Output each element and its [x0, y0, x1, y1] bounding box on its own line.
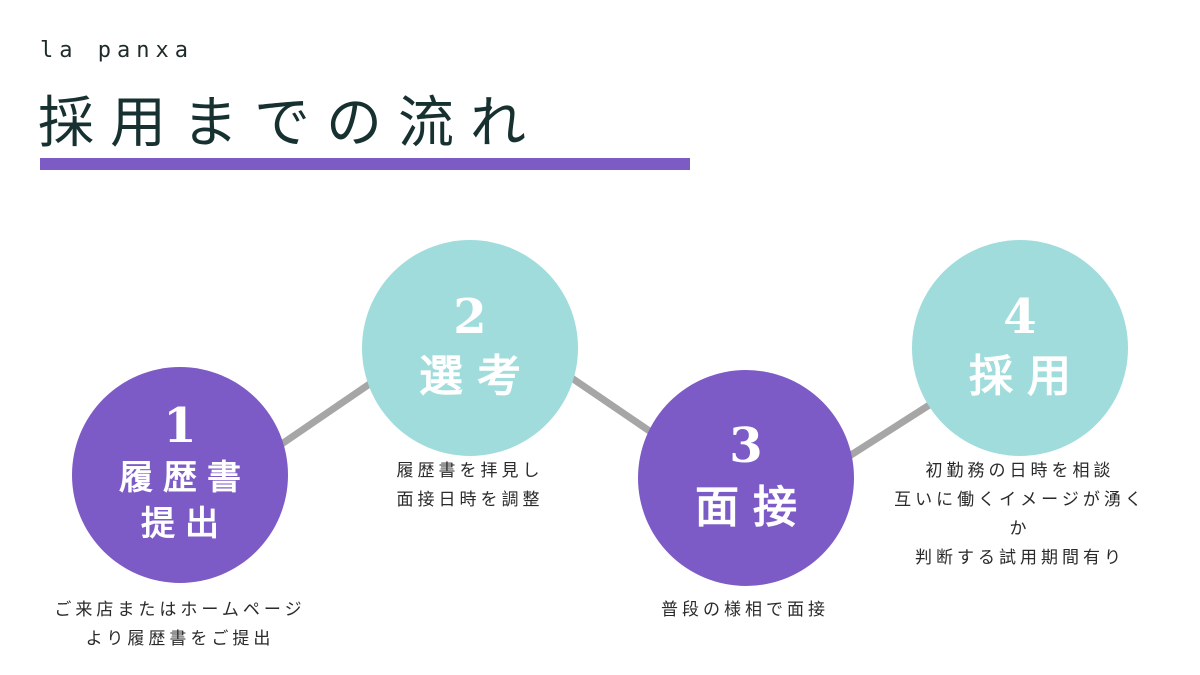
- step-2-desc-line-2: 面接日時を調整: [396, 490, 544, 510]
- connector-3-4: [838, 392, 947, 465]
- step-3-circle: 3 面接: [638, 370, 854, 586]
- step-2-label: 選考: [419, 350, 535, 402]
- step-1-circle: 1 履歴書 提出: [72, 367, 288, 583]
- step-3-number: 3: [729, 417, 763, 474]
- step-1-label-line-1: 履歴書: [119, 458, 251, 499]
- step-4-desc-line-1: 初勤務の日時を相談: [925, 461, 1115, 481]
- step-1-number: 1: [163, 398, 197, 455]
- step-1-label-line-2: 提出: [141, 504, 229, 544]
- step-4-desc-line-4: 判断する試用期間有り: [915, 548, 1125, 568]
- step-4-circle: 4 採用: [912, 240, 1128, 456]
- step-1-desc-line-2: より履歴書をご提出: [85, 629, 275, 649]
- step-1-description: ご来店またはホームページ より履歴書をご提出: [20, 596, 340, 654]
- step-1-desc-line-1: ご来店またはホームページ: [54, 600, 306, 620]
- step-4-desc-line-2: 互いに働くイメージが湧く: [894, 490, 1146, 510]
- title-underline: [40, 158, 690, 170]
- step-3-desc-line-1: 普段の様相で面接: [661, 600, 829, 620]
- step-2-circle: 2 選考: [362, 240, 578, 456]
- step-3-description: 普段の様相で面接: [610, 596, 880, 625]
- brand-name: la panxa: [40, 38, 194, 63]
- step-2-description: 履歴書を拝見し 面接日時を調整: [350, 457, 590, 515]
- step-2-desc-line-1: 履歴書を拝見し: [396, 461, 544, 481]
- page-title: 採用までの流れ: [38, 91, 542, 156]
- step-4-number: 4: [1003, 288, 1037, 345]
- step-3-label: 面接: [695, 481, 811, 533]
- step-4-description: 初勤務の日時を相談 互いに働くイメージが湧く か 判断する試用期間有り: [862, 457, 1178, 573]
- step-4-label: 採用: [969, 350, 1085, 402]
- step-2-number: 2: [453, 288, 487, 345]
- step-4-desc-line-3: か: [1009, 519, 1031, 539]
